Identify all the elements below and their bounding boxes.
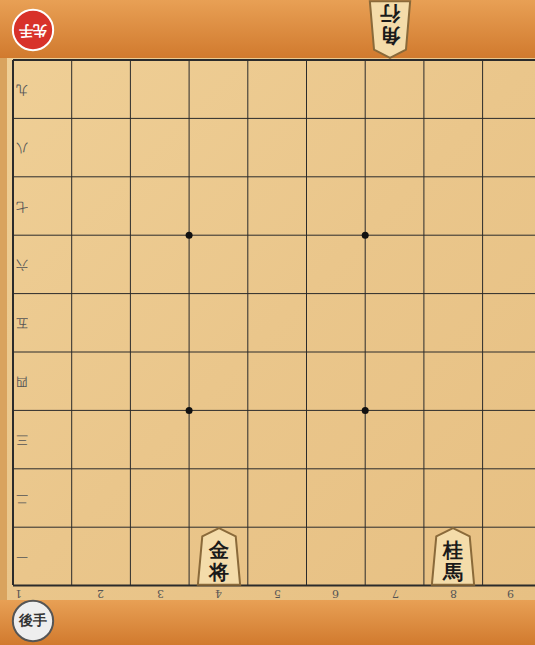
piece-name: 桂馬: [443, 539, 463, 583]
rank-number: 四: [16, 373, 28, 390]
star-points: [186, 232, 369, 414]
player-name: 後手: [19, 612, 47, 630]
file-number: 3: [157, 587, 164, 600]
board-edge: [0, 58, 7, 600]
file-number: 6: [332, 587, 339, 600]
file-number: 2: [97, 587, 104, 600]
piece-shape: [370, 1, 410, 58]
file-number: 1: [15, 587, 22, 600]
file-number: 8: [450, 587, 457, 600]
rank-number: 六: [16, 256, 28, 273]
rank-number: 九: [16, 81, 28, 98]
circle-shape: [13, 10, 53, 50]
rank-number: 五: [16, 314, 28, 331]
rank-number: 二: [16, 490, 28, 507]
turn-marker: 先手: [12, 9, 54, 51]
file-number: 9: [507, 587, 514, 600]
circle-shape: [13, 601, 53, 641]
grid: [13, 60, 535, 586]
shogi-piece: 金将: [197, 527, 241, 586]
board-ground: [0, 58, 535, 600]
rank-number: 三: [16, 431, 28, 448]
rank-number: 一: [16, 548, 28, 565]
top-bar: [0, 0, 535, 58]
turn-marker: 後手: [12, 600, 54, 642]
shogi-piece: 桂馬: [431, 527, 475, 586]
file-number: 7: [392, 587, 399, 600]
piece-shape: [197, 528, 239, 585]
rank-number: 七: [16, 198, 28, 215]
bottom-bar: [0, 600, 535, 645]
piece-in-hand: 角行: [369, 0, 411, 59]
file-number: 5: [274, 587, 281, 600]
rank-number: 八: [16, 139, 28, 156]
file-number: 4: [215, 587, 222, 600]
piece-name: 角行: [380, 3, 400, 47]
piece-name: 金将: [209, 539, 229, 583]
piece-shape: [432, 528, 474, 585]
player-name: 先手: [19, 21, 47, 39]
